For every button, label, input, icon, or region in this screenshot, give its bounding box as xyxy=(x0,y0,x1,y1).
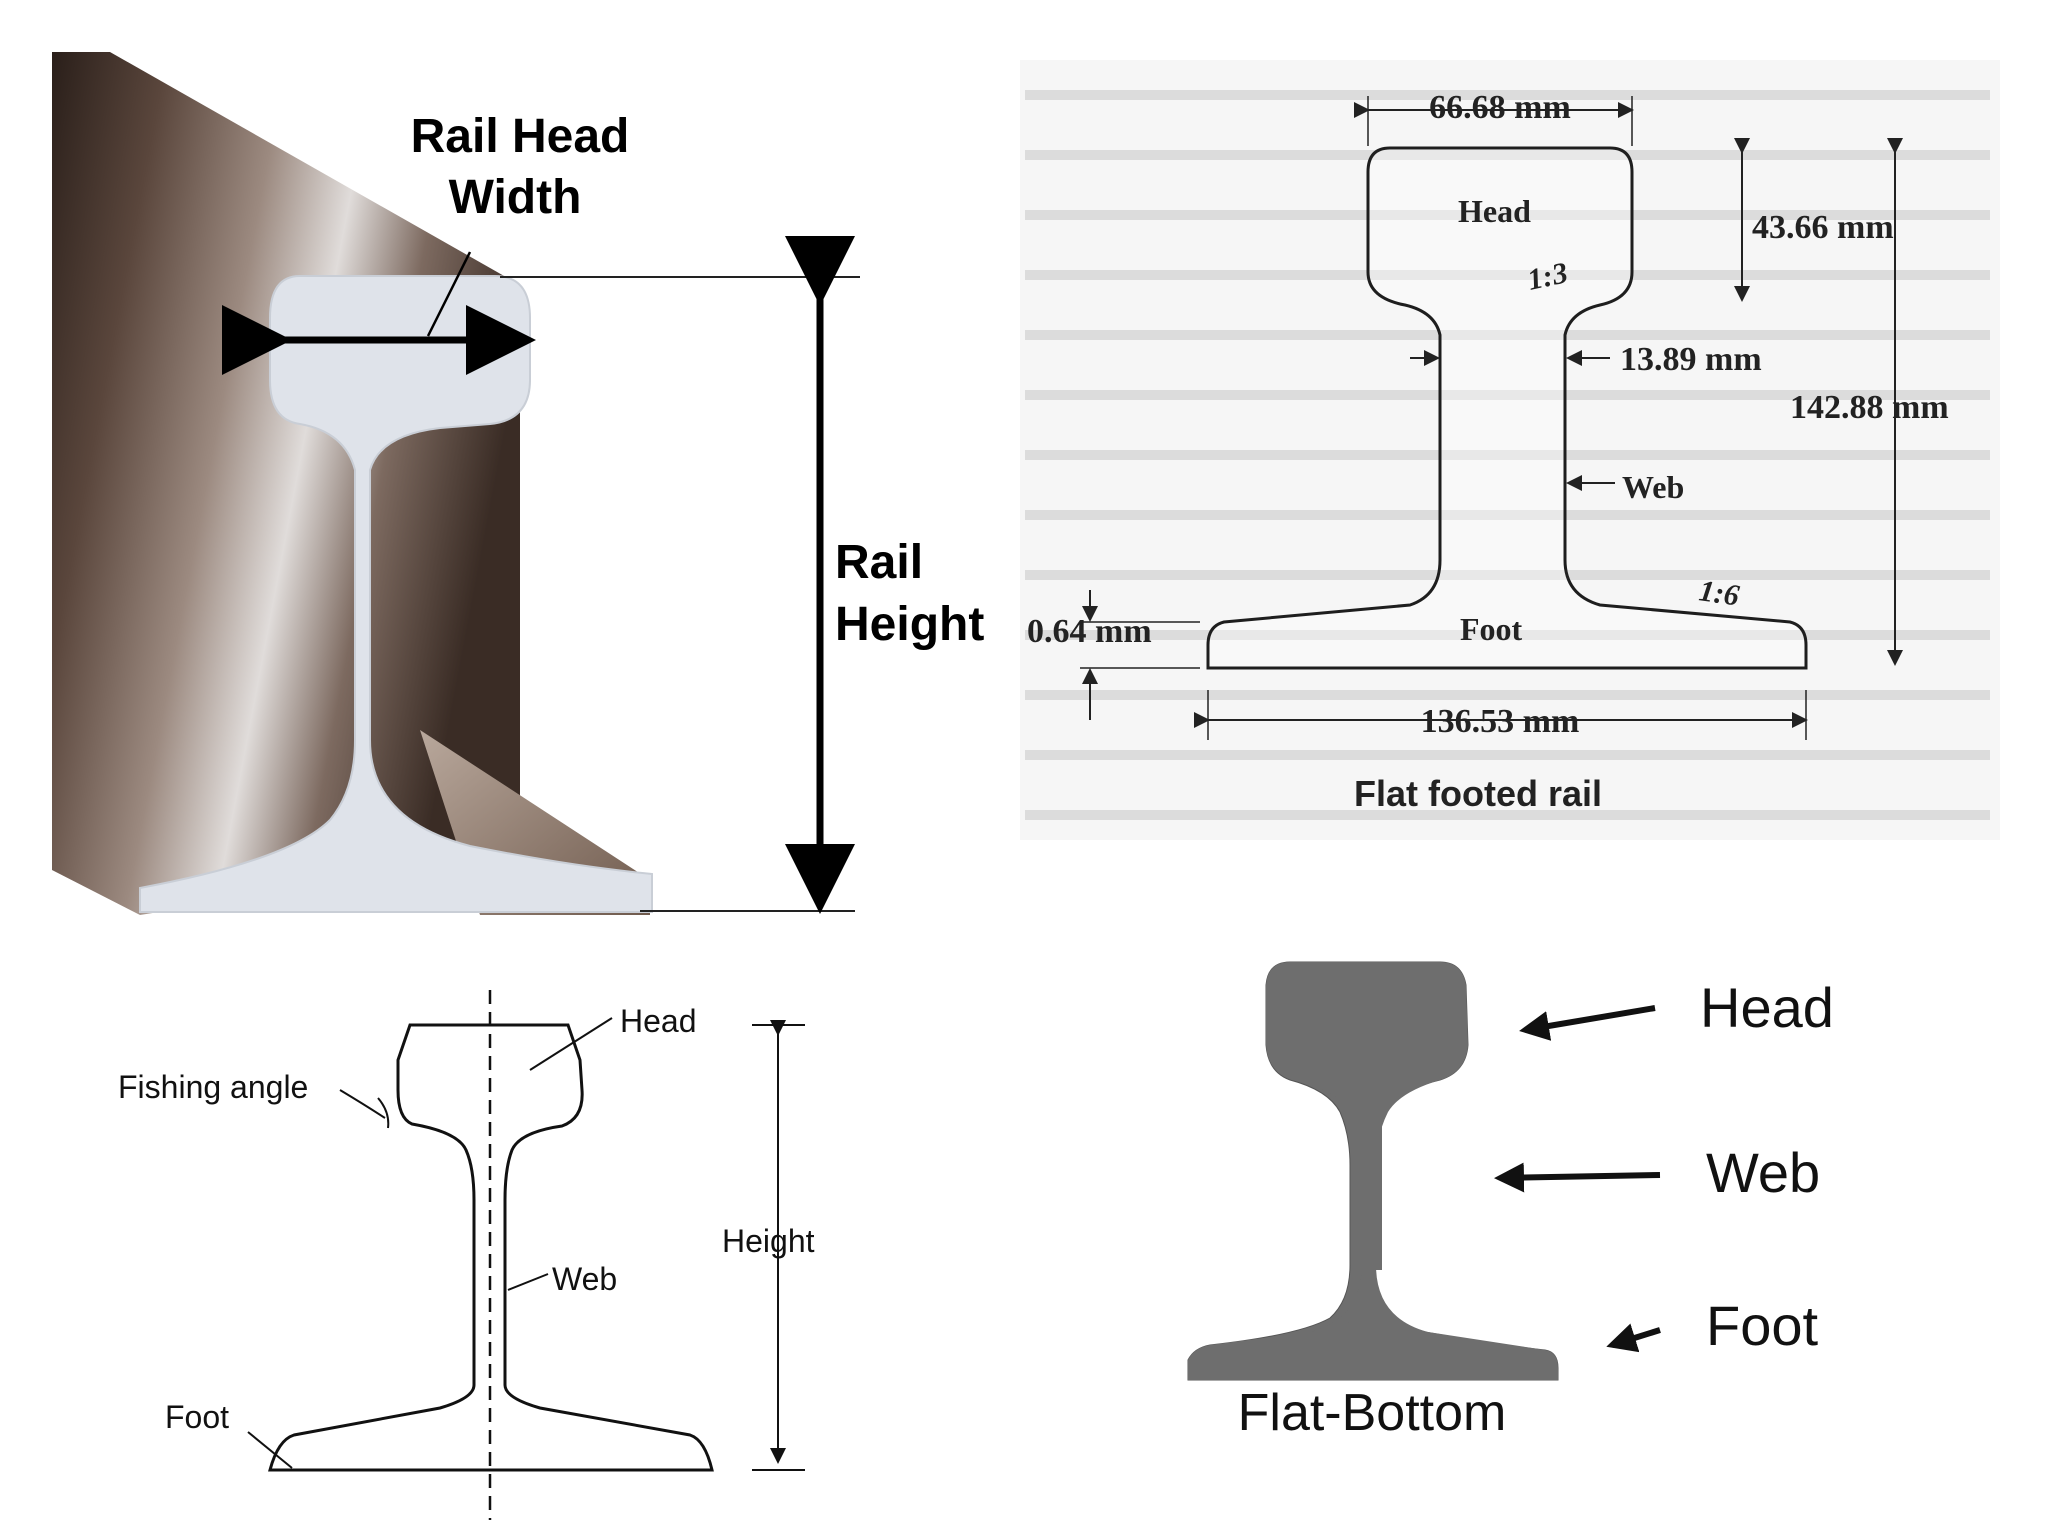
foot-edge-value: 0.64 mm xyxy=(1027,613,1152,650)
rail-outline-shape xyxy=(268,1023,714,1472)
rail-outline-dimensioned xyxy=(1206,146,1808,670)
head-width-label-line2: Width xyxy=(449,171,582,224)
head-slope-label: 1:3 xyxy=(1525,256,1571,297)
web-label: Web xyxy=(1622,469,1684,505)
rail-height-label-line2: Height xyxy=(835,598,984,651)
outline-web-leader xyxy=(507,1273,549,1291)
simple-foot-label: Foot xyxy=(1706,1294,1818,1357)
rail-outline-panel: Head Fishing angle Web Foot Height xyxy=(100,960,860,1536)
fishing-angle-arc xyxy=(377,1097,390,1129)
rail-dimensions-panel: 66.68 mm 43.66 mm 13.89 mm 142.88 mm 0.6… xyxy=(1020,60,2000,840)
outline-head-label: Head xyxy=(620,1003,697,1039)
outline-web-label: Web xyxy=(552,1261,617,1297)
rail-simple-drawing: Head Web Foot Flat-Bottom xyxy=(1187,961,1834,1442)
simple-foot-arrow xyxy=(1606,1323,1661,1353)
simple-head-label: Head xyxy=(1700,976,1834,1039)
simple-head-arrow xyxy=(1519,1005,1656,1041)
background-text-lines xyxy=(1025,90,1990,820)
rail-body-shading xyxy=(52,52,520,915)
foot-slope-label: 1:6 xyxy=(1697,574,1741,612)
simple-caption: Flat-Bottom xyxy=(1238,1384,1507,1442)
dimensioned-caption: Flat footed rail xyxy=(1354,773,1602,814)
outline-foot-leader xyxy=(247,1431,293,1469)
rail-dimensions-drawing: 66.68 mm 43.66 mm 13.89 mm 142.88 mm 0.6… xyxy=(1025,89,1990,820)
head-width-value: 66.68 mm xyxy=(1429,89,1571,126)
outline-height-label: Height xyxy=(722,1223,815,1259)
head-width-leader xyxy=(426,251,472,337)
foot-width-value: 136.53 mm xyxy=(1421,703,1580,740)
simple-web-label: Web xyxy=(1706,1141,1820,1204)
rail-3d-panel: Rail Head Width Rail Height xyxy=(0,0,1020,930)
total-height-value: 142.88 mm xyxy=(1790,389,1949,426)
head-width-label-line1: Rail Head xyxy=(411,110,630,163)
web-thickness-value: 13.89 mm xyxy=(1620,341,1762,378)
outline-head-leader xyxy=(529,1017,613,1071)
fishing-angle-label: Fishing angle xyxy=(118,1069,308,1105)
outline-foot-label: Foot xyxy=(165,1399,229,1435)
rail-outline-drawing: Head Fishing angle Web Foot Height xyxy=(118,990,815,1520)
rail-3d-drawing: Rail Head Width Rail Height xyxy=(52,52,984,915)
rail-simple-panel: Head Web Foot Flat-Bottom xyxy=(1150,940,2010,1460)
fishing-angle-leader xyxy=(339,1089,386,1119)
rail-height-label-line1: Rail xyxy=(835,536,923,589)
head-depth-value: 43.66 mm xyxy=(1752,209,1894,246)
foot-label: Foot xyxy=(1460,611,1523,647)
head-label: Head xyxy=(1458,193,1531,229)
simple-web-arrow xyxy=(1494,1162,1661,1193)
